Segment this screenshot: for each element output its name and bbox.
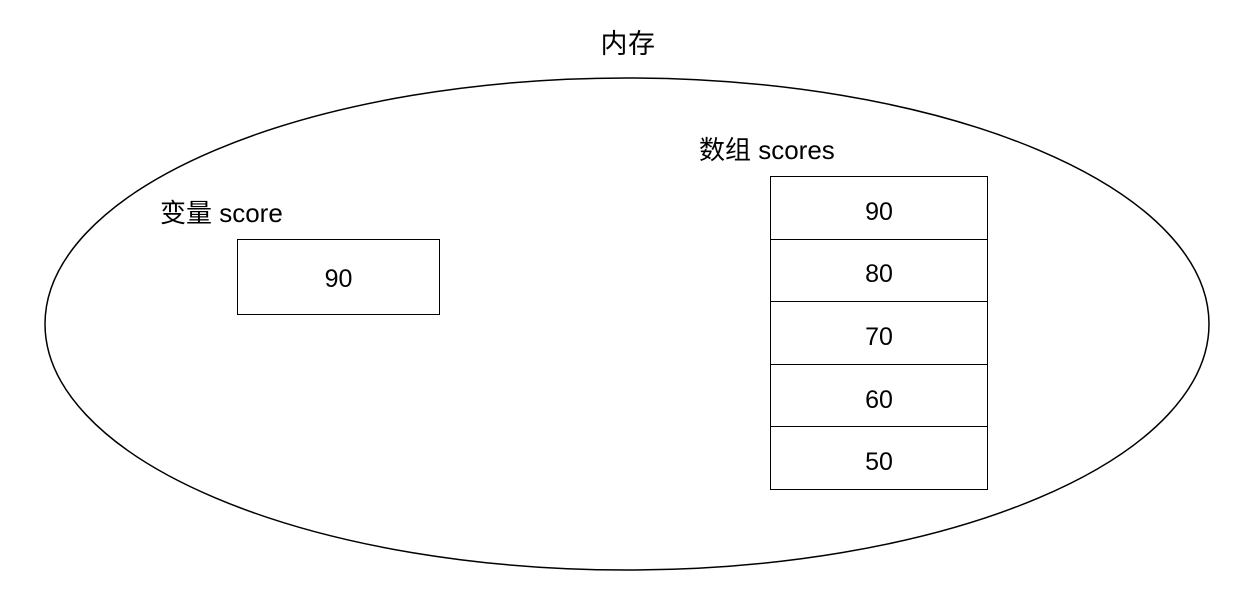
array-cell: 80 <box>771 240 987 303</box>
variable-label: 变量 score <box>160 198 283 228</box>
variable-value: 90 <box>324 265 353 293</box>
array-cell-value: 90 <box>865 197 893 226</box>
array-cell-value: 50 <box>865 448 893 477</box>
array-cell-value: 60 <box>865 385 893 414</box>
array-label: 数组 scores <box>699 135 835 165</box>
memory-ellipse-shape <box>44 77 1210 571</box>
array-cell: 90 <box>771 177 987 240</box>
page-title: 内存 <box>600 29 656 59</box>
array-cell-value: 80 <box>865 260 893 289</box>
array-cell: 50 <box>771 427 987 489</box>
variable-box: 90 <box>237 239 440 315</box>
array-box: 90 80 70 60 50 <box>770 176 988 490</box>
array-cell: 60 <box>771 365 987 428</box>
array-cell: 70 <box>771 302 987 365</box>
array-cell-value: 70 <box>865 322 893 351</box>
